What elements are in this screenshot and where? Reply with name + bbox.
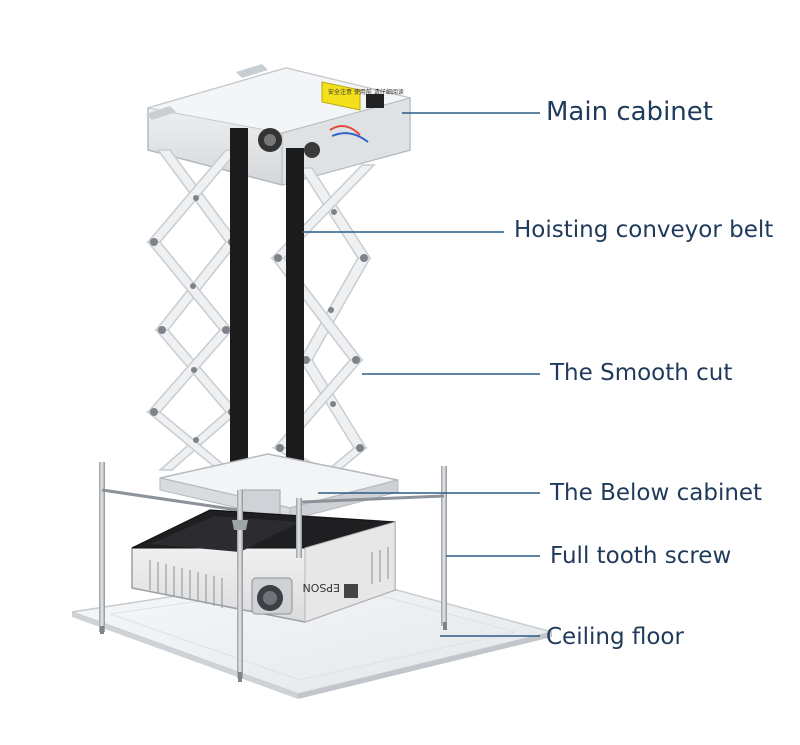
power-socket-icon: [366, 94, 384, 108]
warning-sticker-text: 安全注意 使用前 请仔细阅读: [328, 88, 404, 96]
projector: EPSON: [131, 509, 396, 623]
label-main-cabinet: Main cabinet: [546, 97, 713, 127]
projector-vent-grille: [149, 547, 389, 608]
label-below-cabinet: The Below cabinet: [550, 480, 763, 506]
screw-crossbars: [101, 488, 445, 512]
label-smooth-cut: The Smooth cut: [550, 360, 733, 386]
full-tooth-screw-rods-front: [100, 490, 447, 682]
main-cabinet: 安全注意 使用前 请仔细阅读: [146, 64, 411, 186]
label-ceiling-floor: Ceiling floor: [546, 624, 684, 650]
label-full-tooth-screw: Full tooth screw: [550, 543, 732, 569]
leader-lines: [302, 112, 540, 637]
hoisting-conveyor-belts: [230, 128, 304, 496]
full-tooth-screw-rods-rear: [99, 462, 447, 632]
scissor-pivot-rivets: [150, 195, 368, 473]
label-hoisting-conveyor-belt: Hoisting conveyor belt: [514, 217, 774, 243]
scissor-arms: [145, 149, 376, 489]
below-cabinet: [159, 453, 399, 521]
projector-brand-mark: EPSON: [303, 581, 340, 594]
